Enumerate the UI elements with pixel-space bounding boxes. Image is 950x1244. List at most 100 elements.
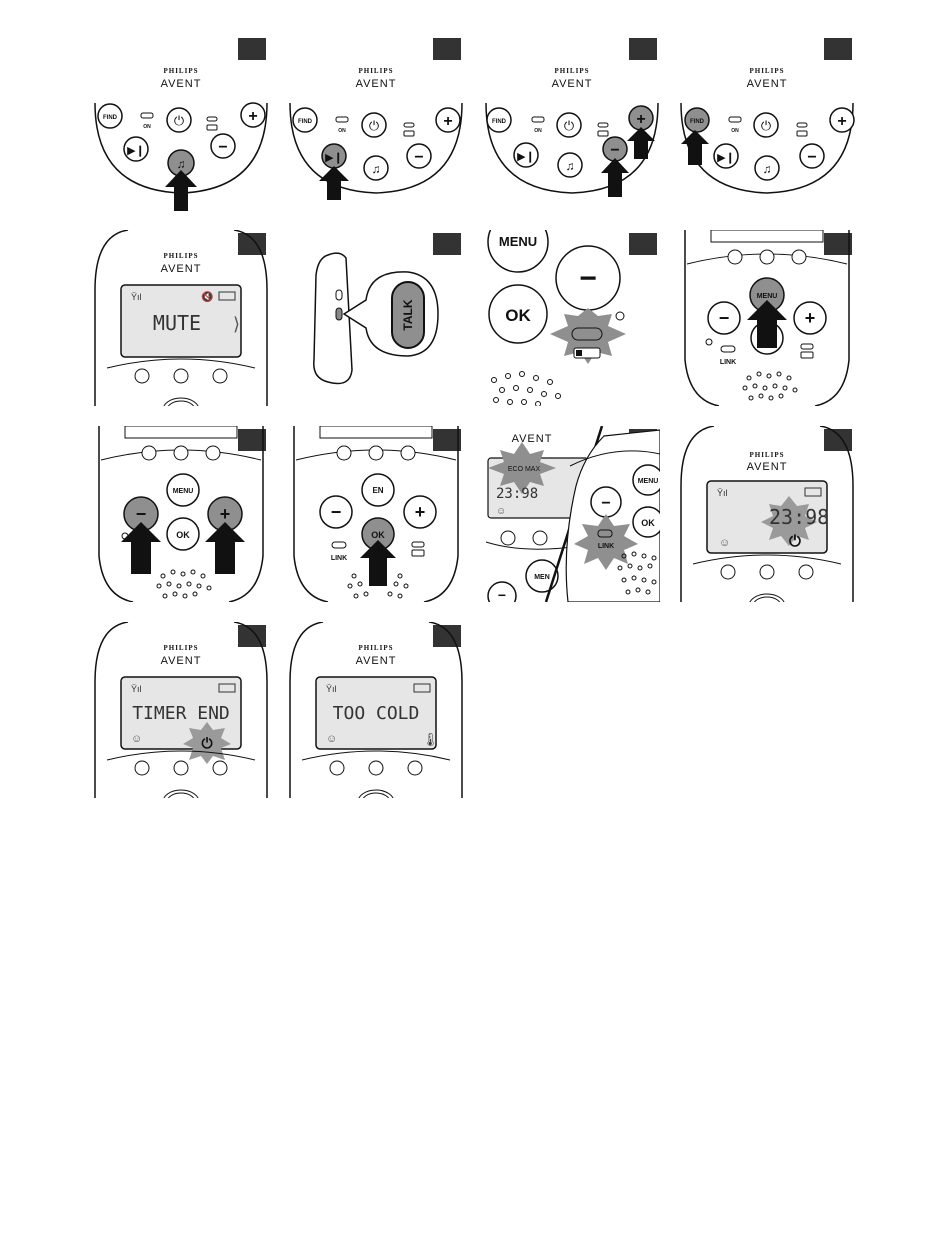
minus-icon: − — [610, 142, 619, 159]
minus-icon: − — [414, 149, 423, 166]
plus-icon: + — [636, 111, 645, 128]
eco-max-text: ECO MAX — [508, 466, 541, 473]
device-illustration: AVENT ECO MAX 23:98 ☺ MEN − MENU − OK LI… — [485, 426, 660, 602]
brand-avent: AVENT — [356, 78, 397, 90]
minus-icon: − — [579, 262, 597, 295]
arrow-up-icon — [121, 522, 161, 574]
arrow-up-icon — [360, 540, 396, 586]
panel-talk-button: TALK — [288, 230, 464, 406]
on-label: ON — [143, 124, 151, 130]
brand-philips: PHILIPS — [554, 67, 589, 75]
music-note-icon: ♫ — [763, 162, 772, 176]
lcd-screen — [315, 676, 437, 750]
power-icon: ⏻ — [369, 118, 379, 133]
step-tag — [433, 429, 461, 451]
minus-icon: − — [498, 587, 506, 602]
brand-avent: AVENT — [512, 433, 553, 445]
play-pause-icon: ▶❙ — [325, 152, 343, 164]
panel-play-button: PHILIPS AVENT FIND ON ⏻ + − ▶❙ ♫ — [288, 35, 464, 211]
step-tag — [824, 38, 852, 60]
brand-philips: PHILIPS — [358, 67, 393, 75]
panel-timer-end: PHILIPS AVENT Ÿıl TIMER END ☺ ⏻ — [93, 622, 269, 798]
panel-menu-press: MENU − + LINK — [679, 230, 855, 406]
thermometer-icon: 🌡 — [422, 732, 439, 747]
clock-text: 23:98 — [769, 505, 829, 529]
find-label: FIND — [103, 115, 118, 121]
find-label: FIND — [298, 119, 313, 125]
step-tag — [433, 233, 461, 255]
panel-mute-display: PHILIPS AVENT Ÿıl 🔇 MUTE ⟩ — [93, 230, 269, 406]
music-note-icon: ♫ — [372, 162, 381, 176]
arrow-up-icon — [165, 170, 197, 211]
ok-label: OK — [176, 530, 190, 540]
ok-label: OK — [641, 518, 655, 528]
device-illustration: TALK — [313, 252, 439, 385]
device-illustration: PHILIPS AVENT Ÿıl TOO COLD ☺ 🌡 — [289, 622, 463, 798]
panel-clock-setting: PHILIPS AVENT Ÿıl 23:98 ☺ ⏻ — [679, 426, 855, 602]
battery-icon — [413, 683, 431, 693]
minus-icon: − — [719, 308, 730, 328]
svg-text:⟩: ⟩ — [233, 314, 240, 334]
brand-avent: AVENT — [552, 78, 593, 90]
plus-icon: + — [805, 308, 816, 328]
battery-icon — [218, 683, 236, 693]
brand-avent: AVENT — [161, 263, 202, 275]
device-illustration: MENU − + LINK — [684, 230, 850, 406]
arrow-up-icon — [627, 127, 655, 159]
step-tag — [629, 38, 657, 60]
baby-face-icon: ☺ — [326, 733, 337, 745]
battery-icon — [804, 487, 822, 497]
brand-avent: AVENT — [161, 655, 202, 667]
talk-label: TALK — [401, 299, 415, 330]
timer-icon: ⏻ — [789, 533, 801, 550]
on-label: ON — [731, 128, 739, 134]
battery-icon — [218, 291, 236, 301]
arrow-up-icon — [319, 166, 349, 200]
plus-icon: + — [837, 113, 846, 130]
panel-volume-buttons: PHILIPS AVENT FIND ON ⏻ + − ▶❙ ♫ — [484, 35, 660, 211]
panel-music-button: PHILIPS AVENT FIND ON ⏻ + − ▶❙ ♫ — [93, 35, 269, 211]
music-note-icon: ♫ — [566, 159, 575, 173]
lcd-text: MUTE — [153, 311, 201, 335]
ok-label: OK — [371, 530, 385, 540]
panel-minus-plus-press: MENU OK − + — [93, 426, 269, 602]
minus-icon: − — [218, 139, 227, 156]
power-icon: ⏻ — [564, 118, 574, 133]
signal-icon: Ÿıl — [131, 684, 142, 694]
brand-philips: PHILIPS — [749, 67, 784, 75]
power-icon: ⏻ — [174, 113, 184, 128]
step-tag — [238, 38, 266, 60]
lcd-text: TIMER END — [132, 703, 230, 724]
baby-face-icon: ☺ — [719, 537, 730, 549]
device-illustration: PHILIPS AVENT FIND ON ⏻ + − ▶❙ ♫ — [485, 67, 659, 197]
brand-philips: PHILIPS — [163, 67, 198, 75]
minus-icon: − — [601, 495, 610, 512]
device-illustration: PHILIPS AVENT FIND ON ⏻ + − ▶❙ ♫ — [94, 67, 268, 211]
panel-menu-ok: MENU − OK — [484, 230, 660, 406]
brand-avent: AVENT — [747, 461, 788, 473]
lcd-screen — [120, 284, 242, 358]
brand-philips: PHILIPS — [749, 451, 784, 459]
device-illustration: PHILIPS AVENT FIND ON ⏻ + − ▶❙ ♫ — [680, 67, 855, 194]
arrow-up-icon — [681, 130, 709, 165]
plus-icon: + — [248, 108, 257, 125]
brand-philips: PHILIPS — [163, 252, 198, 260]
menu-label: MENU — [499, 234, 537, 249]
signal-icon: Ÿıl — [326, 684, 337, 694]
play-pause-icon: ▶❙ — [517, 151, 535, 163]
plus-icon: + — [443, 113, 452, 130]
lcd-text: TOO COLD — [333, 703, 420, 724]
power-icon: ⏻ — [761, 118, 771, 133]
panel-find-button: PHILIPS AVENT FIND ON ⏻ + − ▶❙ ♫ — [679, 35, 855, 211]
minus-icon: − — [331, 502, 342, 522]
signal-icon: Ÿıl — [717, 488, 728, 498]
step-tag — [824, 233, 852, 255]
panel-too-cold: PHILIPS AVENT Ÿıl TOO COLD ☺ 🌡 — [288, 622, 464, 798]
device-illustration: MENU − OK — [487, 230, 626, 406]
device-illustration: PHILIPS AVENT Ÿıl TIMER END ☺ ⏻ — [94, 622, 268, 798]
music-note-icon: ♫ — [177, 157, 186, 171]
men-label: MEN — [534, 574, 550, 581]
find-label: FIND — [690, 119, 705, 125]
ok-label: OK — [505, 306, 531, 325]
brand-avent: AVENT — [747, 78, 788, 90]
